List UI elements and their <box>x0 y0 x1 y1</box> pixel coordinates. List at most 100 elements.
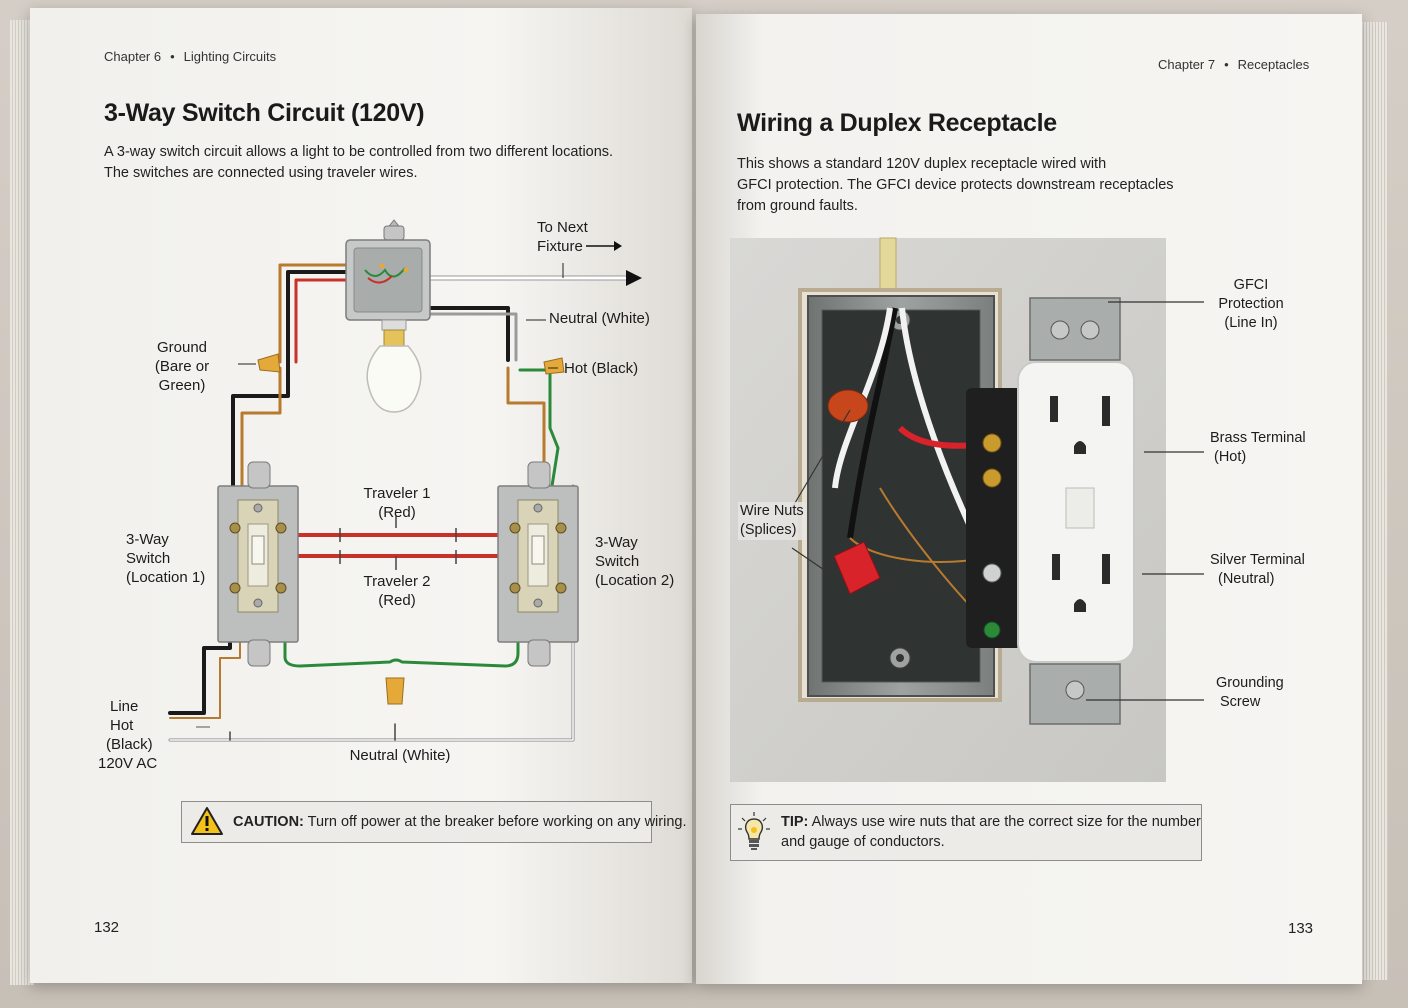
label-wire-nuts: Wire Nuts (Splices) <box>738 502 806 540</box>
running-head-separator: • <box>1224 57 1229 72</box>
label-line: Screw <box>1220 694 1261 710</box>
label-to-next-fixture: To Next Fixture <box>537 218 588 256</box>
label-gfci-protection: GFCI Protection (Line In) <box>1202 276 1300 333</box>
tip-body-line: and gauge of conductors. <box>781 834 945 850</box>
label-line: (Location 2) <box>595 572 675 589</box>
arrow-to-next-fixture <box>626 270 642 286</box>
three-way-wiring-diagram <box>168 219 642 742</box>
page-number: 133 <box>1288 920 1314 937</box>
label-line: 3-Way <box>595 534 638 551</box>
tip-callout: TIP: Always use wire nuts that are the c… <box>730 804 1202 861</box>
light-bulb <box>366 319 422 413</box>
intro-line: GFCI protection. The GFCI device protect… <box>737 177 1174 193</box>
label-line: (Splices) <box>740 522 797 538</box>
label-line: 3-Way <box>126 531 169 548</box>
tip-body-line: Always use wire nuts that are the correc… <box>811 814 1201 830</box>
intro-line: The switches are connected using travele… <box>104 165 418 181</box>
intro-text: A 3-way switch circuit allows a light to… <box>104 142 613 184</box>
label-line: Ground <box>156 339 208 356</box>
label-ground: Ground (Bare or Green) <box>134 338 230 395</box>
brass-terminal-upper <box>982 433 1002 453</box>
label-line: Hot <box>110 717 134 734</box>
running-head-separator: • <box>170 49 175 64</box>
junction-box <box>345 219 431 321</box>
label-silver-terminal: Silver Terminal (Neutral) <box>1210 551 1305 589</box>
label-line: Silver Terminal <box>1210 552 1305 568</box>
intro-line: from ground faults. <box>737 198 858 214</box>
right-page: Chapter 7 • Receptacles Wiring a Duplex Re… <box>696 14 1362 984</box>
brass-terminal-lower <box>982 468 1002 488</box>
caution-label: CAUTION: <box>233 814 304 830</box>
label-line: Fixture <box>537 238 583 255</box>
label-brass-terminal: Brass Terminal (Hot) <box>1210 429 1306 467</box>
green-ground-terminal <box>983 621 1001 639</box>
running-head: Chapter 7 • Receptacles <box>1158 57 1309 72</box>
intro-line: A 3-way switch circuit allows a light to… <box>104 144 614 160</box>
label-grounding-screw: Grounding Screw <box>1216 674 1284 712</box>
label-line: (Line In) <box>1224 315 1278 331</box>
label-neutral-white-top: Neutral (White) <box>549 310 650 327</box>
caution-text: CAUTION: Turn off power at the breaker b… <box>233 812 686 832</box>
label-line: Switch <box>126 550 171 567</box>
label-line-hot: Line Hot (Black) 120V AC <box>98 697 157 773</box>
label-line: (Red) <box>378 592 416 609</box>
wire-nut-ground <box>257 353 281 373</box>
page-number: 132 <box>94 919 120 936</box>
wire-nut-upper <box>827 389 869 423</box>
label-line: Traveler 1 <box>363 485 431 502</box>
label-line: Brass Terminal <box>1210 430 1306 446</box>
wire-nut-ground-bottom <box>385 677 405 705</box>
caution-body: Turn off power at the breaker before wor… <box>307 814 687 830</box>
wire-nut-hot <box>543 357 565 375</box>
label-line: To Next <box>537 219 588 236</box>
label-line: Protection <box>1218 296 1284 312</box>
ground-wire-left <box>278 263 368 364</box>
label-line: Traveler 2 <box>363 573 431 590</box>
running-head-section: Receptacles <box>1237 57 1310 72</box>
label-line: Line <box>110 698 139 715</box>
label-line: Switch <box>595 553 640 570</box>
tip-text: TIP: Always use wire nuts that are the c… <box>781 812 1201 852</box>
wire-nut-lower <box>833 541 881 595</box>
label-line: (Black) <box>106 736 153 753</box>
label-neutral-white-bottom: Neutral (White) <box>349 747 451 764</box>
intro-line: This shows a standard 120V duplex recept… <box>737 156 1107 172</box>
running-head: Chapter 6 • Lighting Circuits <box>104 49 276 64</box>
lightbulb-icon <box>738 812 770 850</box>
label-traveler-1: Traveler 1 (Red) <box>352 484 442 522</box>
grounding-screw <box>1065 680 1085 700</box>
warning-triangle-icon <box>191 807 223 835</box>
intro-text: This shows a standard 120V duplex recept… <box>737 154 1174 217</box>
caution-callout: CAUTION: Turn off power at the breaker b… <box>181 801 686 843</box>
page-title: Wiring a Duplex Receptacle <box>737 109 1057 137</box>
label-line: 120V AC <box>98 755 158 772</box>
label-switch-location-1: 3-Way Switch (Location 1) <box>126 530 205 587</box>
left-page: Chapter 6 • Lighting Circuits 3-Way Switch… <box>30 8 692 983</box>
switch-box-location-2 <box>497 461 579 667</box>
label-line: (Location 1) <box>126 569 206 586</box>
label-line: (Neutral) <box>1218 571 1275 587</box>
running-head-section: Lighting Circuits <box>183 49 277 64</box>
ground-wire-bottom <box>283 606 520 668</box>
traveler-2-wire <box>284 554 520 572</box>
tip-label: TIP: <box>781 814 809 830</box>
hot-wire-right <box>428 306 510 362</box>
page-edges-right <box>1358 22 1388 980</box>
hot-wire-left <box>231 270 368 503</box>
receptacle-photo <box>730 237 1204 782</box>
label-traveler-2: Traveler 2 (Red) <box>352 572 442 610</box>
switch-box-location-1 <box>217 461 299 667</box>
label-line: Wire Nuts <box>740 503 804 519</box>
label-line: Grounding <box>1216 675 1284 691</box>
silver-terminal <box>982 563 1002 583</box>
page-title: 3-Way Switch Circuit (120V) <box>104 99 425 127</box>
running-head-chapter: Chapter 6 <box>104 49 162 64</box>
running-head-chapter: Chapter 7 <box>1158 57 1216 72</box>
label-line: (Bare or Green) <box>154 358 210 394</box>
label-line: GFCI <box>1233 277 1269 293</box>
label-hot-black: Hot (Black) <box>564 360 639 377</box>
label-switch-location-2: 3-Way Switch (Location 2) <box>595 533 674 590</box>
label-line: (Red) <box>378 504 416 521</box>
label-line: (Hot) <box>1214 449 1247 465</box>
